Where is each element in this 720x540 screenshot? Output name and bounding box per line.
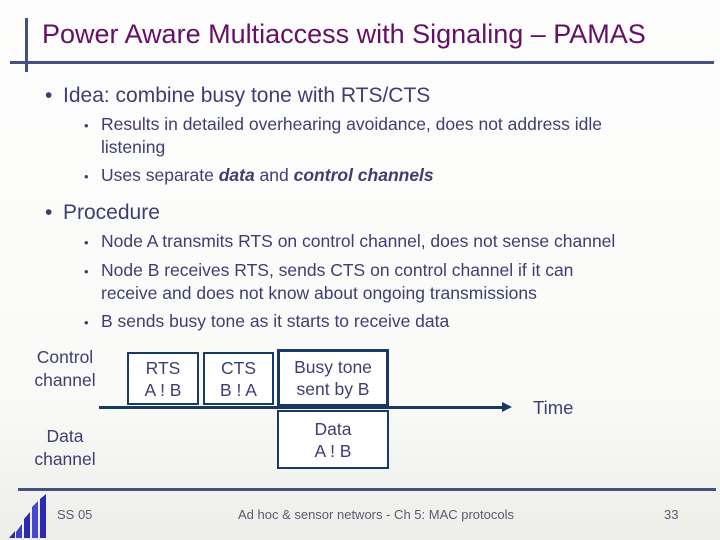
bullet-idea-sub1-line2: listening	[101, 137, 166, 157]
data-channel-label: Data channel	[20, 425, 110, 471]
bullet-idea-sub1: • Results in detailed overhearing avoida…	[84, 113, 684, 159]
bullet-idea-text: Idea: combine busy tone with RTS/CTS	[63, 84, 431, 107]
control-channel-label-line2: channel	[34, 370, 96, 390]
bullet-procedure-sub1: • Node A transmits RTS on control channe…	[84, 230, 684, 254]
bullet-idea-sub2-control-channels: control channels	[293, 165, 434, 185]
bullet-procedure-sub1-text: Node A transmits RTS on control channel,…	[101, 231, 616, 251]
bullet-icon: •	[84, 235, 89, 250]
bullet-procedure-text: Procedure	[63, 201, 160, 224]
data-channel-label-line2: channel	[34, 449, 96, 469]
control-channel-label: Control channel	[20, 346, 110, 392]
title-underline	[10, 61, 714, 64]
busy-tone-box-line1: Busy tone	[294, 357, 372, 377]
footer-course-title: Ad hoc & sensor networs - Ch 5: MAC prot…	[237, 507, 514, 522]
busy-tone-box: Busy tone sent by B	[277, 349, 389, 407]
footer-page-number: 33	[664, 507, 679, 522]
data-box: Data A ! B	[277, 410, 389, 469]
bullet-idea: • Idea: combine busy tone with RTS/CTS	[45, 82, 720, 109]
control-channel-label-line1: Control	[36, 347, 94, 367]
data-box-line1: Data	[314, 418, 352, 439]
time-axis-arrowhead-icon	[502, 402, 512, 412]
rts-box: RTS A ! B	[127, 352, 199, 405]
university-logo-icon	[9, 494, 46, 538]
bullet-procedure-sub3: • B sends busy tone as it starts to rece…	[84, 310, 684, 334]
bullet-procedure-sub3-text: B sends busy tone as it starts to receiv…	[101, 311, 450, 331]
bullet-icon: •	[45, 84, 53, 107]
cts-box-line2: B ! A	[220, 379, 257, 400]
bullet-idea-sub1-line1: Results in detailed overhearing avoidanc…	[101, 114, 603, 134]
title-accent-vertical-line	[25, 18, 28, 72]
rts-box-line1: RTS	[145, 357, 181, 378]
footer-divider	[18, 488, 716, 491]
data-box-line2: A ! B	[314, 440, 352, 461]
busy-tone-box-line2: sent by B	[296, 379, 370, 399]
bullet-procedure-sub2-line1: Node B receives RTS, sends CTS on contro…	[101, 260, 574, 280]
time-axis-label: Time	[533, 397, 574, 418]
bullet-idea-sub2-and: and	[254, 165, 294, 185]
bullet-procedure-sub2-line2: receive and does not know about ongoing …	[101, 283, 537, 303]
bullet-procedure-sub2-text: Node B receives RTS, sends CTS on contro…	[101, 259, 573, 305]
bullet-idea-sub2-text: Uses separate data and control channels	[101, 164, 434, 187]
bullet-icon: •	[84, 264, 89, 279]
cts-box: CTS B ! A	[203, 352, 274, 405]
bullet-icon: •	[84, 118, 89, 133]
bullet-idea-sub2-data: data	[218, 165, 255, 185]
bullet-icon: •	[84, 169, 89, 184]
bullet-idea-sub2: • Uses separate data and control channel…	[84, 164, 684, 188]
page-title: Power Aware Multiaccess with Signaling –…	[42, 19, 646, 49]
bullet-icon: •	[84, 315, 89, 330]
bullet-content: • Idea: combine busy tone with RTS/CTS •…	[0, 82, 720, 334]
bullet-idea-sub1-text: Results in detailed overhearing avoidanc…	[101, 113, 602, 159]
bullet-icon: •	[45, 201, 53, 224]
bullet-procedure: • Procedure	[45, 199, 720, 226]
footer-semester: SS 05	[57, 507, 93, 522]
cts-box-line1: CTS	[221, 357, 256, 378]
data-channel-label-line1: Data	[46, 426, 84, 446]
bullet-procedure-sub2: • Node B receives RTS, sends CTS on cont…	[84, 259, 684, 305]
bullet-idea-sub2-pre: Uses separate	[101, 165, 219, 185]
rts-box-line2: A ! B	[144, 379, 182, 400]
time-axis-line	[99, 406, 503, 409]
